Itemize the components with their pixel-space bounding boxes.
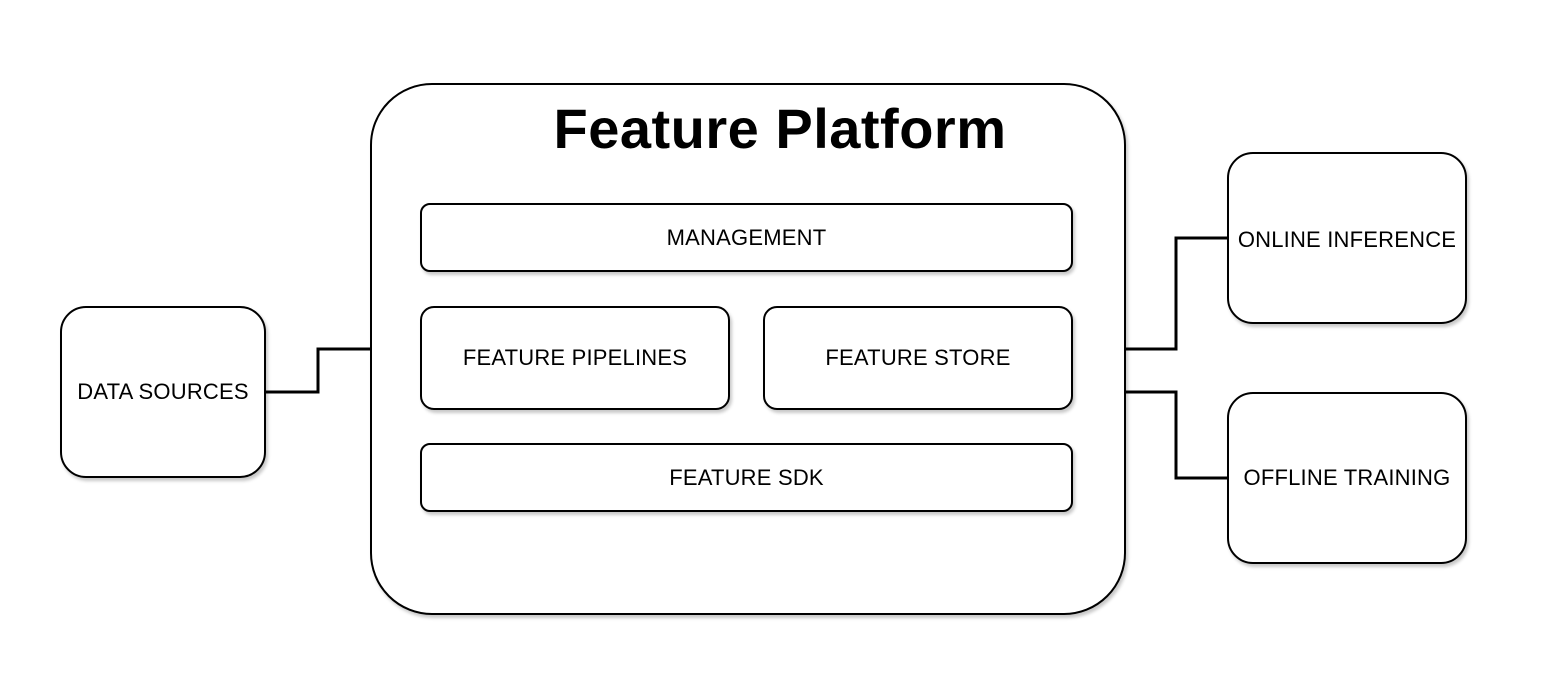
data-sources-box: DATA SOURCES [60,306,266,478]
online-inference-box: ONLINE INFERENCE [1227,152,1467,324]
feature-pipelines-box: FEATURE PIPELINES [420,306,730,410]
feature-sdk-box: FEATURE SDK [420,443,1073,512]
feature-pipelines-label: FEATURE PIPELINES [462,345,688,370]
data-sources-label: DATA SOURCES [77,379,249,404]
connector-platform-to-online-inference [1126,236,1227,351]
feature-store-label: FEATURE STORE [825,345,1011,370]
connector-platform-to-offline-training [1126,390,1227,480]
offline-training-label: OFFLINE TRAINING [1243,465,1451,490]
connector-data-sources-to-platform [266,347,370,394]
online-inference-label: ONLINE INFERENCE [1237,227,1457,252]
management-box: MANAGEMENT [420,203,1073,272]
diagram-title: Feature Platform [553,97,1007,160]
offline-training-box: OFFLINE TRAINING [1227,392,1467,564]
feature-sdk-label: FEATURE SDK [669,464,824,490]
management-label: MANAGEMENT [666,224,827,250]
feature-store-box: FEATURE STORE [763,306,1073,410]
